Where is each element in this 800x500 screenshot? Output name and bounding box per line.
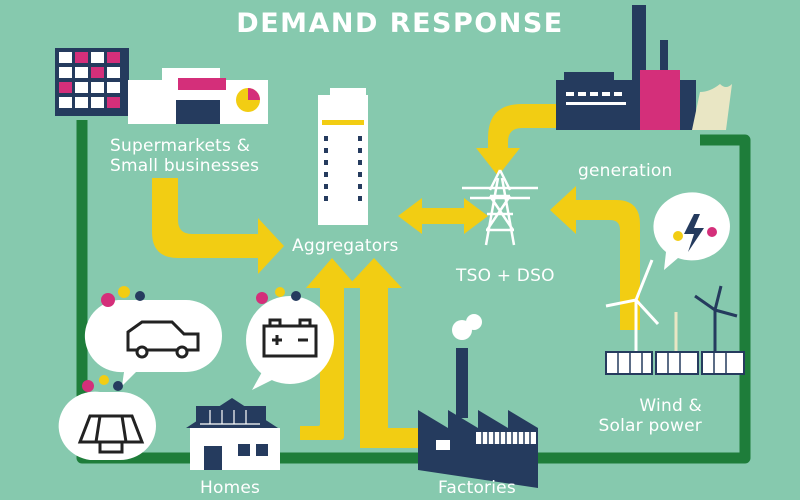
arrow-aggregators-tso [398,198,488,234]
arrow-factories-to-aggregators [346,258,428,448]
pylon-icon [462,169,538,246]
arrow-generation-to-tso [476,104,556,176]
wind-solar-label: Wind & Solar power [598,396,702,436]
car-icon [126,320,200,352]
power-network-line [76,120,751,464]
aggregators-label: Aggregators [292,236,399,256]
ev-demand-bubble [84,286,222,386]
generation-label: generation [578,161,673,181]
solar-panel-icon [55,48,129,116]
power-plant-icon [556,5,732,130]
diagram-title: DEMAND RESPONSE [236,8,564,39]
factories-label: Factories [438,478,516,498]
arrow-wind-to-tso [550,186,640,330]
wind-demand-bubble [653,192,730,270]
rooftop-solar-bubble [58,375,156,460]
supermarkets-label: Supermarkets & Small businesses [110,136,260,176]
homes-label: Homes [200,478,261,498]
ground-solar-panels-icon [605,351,745,375]
factory-icon [418,314,538,488]
aggregators-building-icon [318,88,368,225]
battery-demand-bubble [246,287,334,390]
home-icon [186,398,280,470]
supermarket-building-icon [128,68,268,124]
tso-dso-label: TSO + DSO [456,266,555,286]
arrow-supermarkets-to-aggregators [152,178,284,274]
